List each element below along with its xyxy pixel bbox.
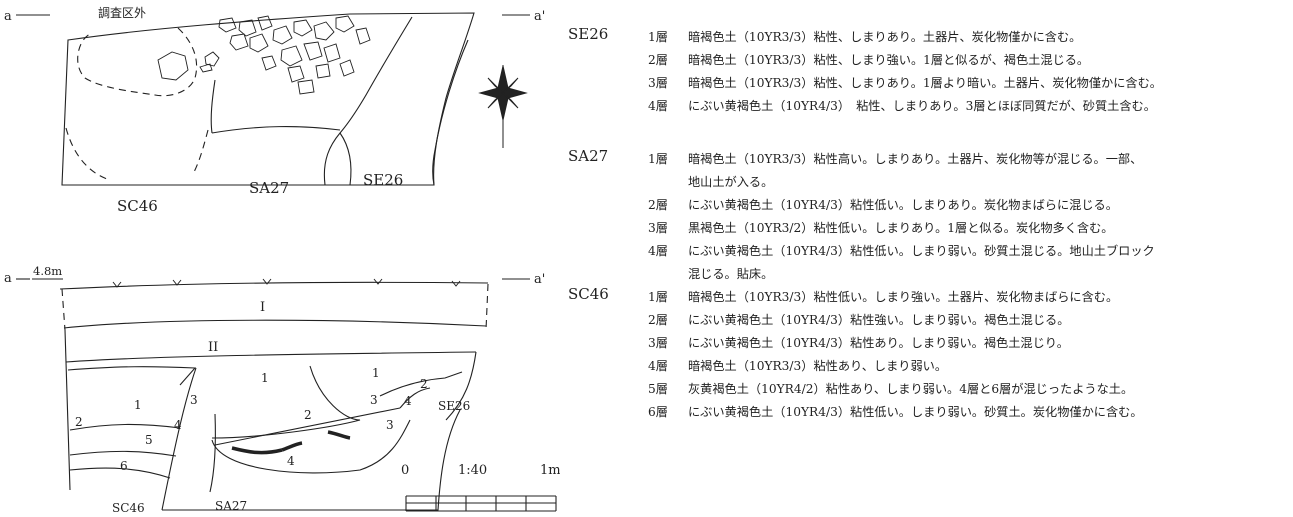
plan-se26-line [339,132,352,186]
section-charcoal [231,430,351,455]
legend-se26-row-1: 1層暗褐色土（10YR3/3）粘性、しまりあり。土器片、炭化物僅かに含む。 [648,30,1082,44]
north-arrow-icon [478,65,528,148]
plan-sa27-bottom-line [211,126,341,134]
plan-dashed-lower [65,127,111,181]
section-layer-ii-bottom [65,351,477,363]
section-left-edge-lower [64,329,71,491]
section-sa27-bottom [162,409,461,511]
section-layer-se26-3: 3 [370,393,378,407]
section-right-edge-lower [445,351,477,421]
section-sa27-inner-left [209,413,216,493]
section-layer-se26-2: 2 [420,377,428,391]
section-view [16,278,530,511]
legend-sc46-row-1: 1層暗褐色土（10YR3/3）粘性低い。しまり強い。土器片、炭化物まばらに含む。 [648,290,1119,304]
scale-max: 1m [540,463,560,478]
plan-label-se26: SE26 [363,171,403,189]
section-layer-se26-1: 1 [372,366,380,380]
plan-marker-a-prime: a' [534,9,545,24]
section-sc46-lines-2 [69,450,177,457]
legend-sa27-row-1-cont: 地山土が入る。 [688,175,774,189]
section-label-sa27: SA27 [215,499,247,513]
section-sc46-lines-3 [69,467,171,479]
section-sc46-lines [69,423,181,431]
section-layer-sc46-1: 1 [134,398,142,412]
section-label-se26: SE26 [438,399,470,413]
legend-sc46-row-3: 3層にぶい黄褐色土（10YR4/3）粘性あり。しまり弱い。褐色土混じり。 [648,336,1069,350]
legend-sa27-row-3: 3層黒褐色土（10YR3/2）粘性低い。しまりあり。1層と似る。炭化物多く含む。 [648,221,1114,235]
plan-stones [157,15,371,95]
legend-sc46-row-5: 5層灰黄褐色土（10YR4/2）粘性あり、しまり弱い。4層と6層が混じったような… [648,382,1134,396]
legend-sa27-row-1: 1層暗褐色土（10YR3/3）粘性高い。しまりあり。土器片、炭化物等が混じる。一… [648,152,1143,166]
section-stake-marks [112,278,461,288]
plan-view [16,12,530,186]
layer-legend: SE26 1層暗褐色土（10YR3/3）粘性、しまりあり。土器片、炭化物僅かに含… [560,0,1293,517]
section-layer-sc46-4: 4 [174,418,182,432]
plan-sa27-right-line [323,16,413,186]
excavation-figure: a a' 調査区外 SC46 SA27 SE26 a a' 4.8m I II … [4,6,560,515]
section-layer-se26-4: 4 [404,394,412,408]
plan-marker-a: a [4,9,12,24]
plan-label-sa27: SA27 [249,179,289,197]
legend-sa27-row-4-cont: 混じる。貼床。 [688,267,774,281]
legend-se26-row-2: 2層暗褐色土（10YR3/3）粘性、しまり強い。1層と似るが、褐色土混じる。 [648,53,1090,67]
section-marker-a-prime: a' [534,272,545,287]
section-layer-sa27-1: 1 [261,371,269,385]
scale-bar [405,495,557,512]
section-surface [59,281,489,290]
section-elevation: 4.8m [33,264,62,278]
section-pit-outline [67,366,197,386]
plan-sc46-dashed [77,27,198,97]
section-left-edge [61,288,66,331]
section-layer-sc46-6: 6 [120,459,128,473]
scale-ratio: 1:40 [458,463,487,478]
section-sa27-left-wall [161,367,197,511]
section-sa27-layer2 [214,407,401,446]
legend-sa27-row-2: 2層にぶい黄褐色土（10YR4/3）粘性低い。しまりあり。炭化物まばらに混じる。 [648,198,1118,212]
legend-se26-row-3: 3層暗褐色土（10YR3/3）粘性、しまりあり。1層より暗い。土器片、炭化物僅か… [648,76,1162,90]
section-layer-sa27-2: 2 [304,408,312,422]
section-marker-a: a [4,271,12,286]
section-layer-sc46-2: 2 [75,415,83,429]
plan-outside-label: 調査区外 [98,6,146,20]
section-sa27-bowl [211,365,361,439]
plan-sa27-left-line [210,79,216,134]
legend-group-sa27-title: SA27 [568,147,609,165]
legend-se26-row-4: 4層にぶい黄褐色土（10YR4/3） 粘性、しまりあり。3層とほぼ同質だが、砂質… [648,99,1156,113]
section-roman-ii: II [208,340,218,355]
legend-sc46-row-2: 2層にぶい黄褐色土（10YR4/3）粘性強い。しまり弱い。褐色土混じる。 [648,313,1070,327]
scale-zero: 0 [401,463,409,478]
legend-sc46-row-4: 4層暗褐色土（10YR3/3）粘性あり、しまり弱い。 [648,359,948,373]
legend-sa27-row-4: 4層にぶい黄褐色土（10YR4/3）粘性低い。しまり弱い。砂質土混じる。地山土ブ… [648,244,1155,258]
plan-se26-right-line [432,39,469,186]
section-roman-i: I [260,300,265,315]
section-layer-i-bottom [63,319,487,329]
plan-label-sc46: SC46 [117,197,158,215]
section-layer-sc46-5: 5 [145,433,153,447]
legend-group-se26-title: SE26 [568,25,609,43]
section-sa27-layer3 [211,419,411,474]
section-se26-inner [399,387,431,409]
section-se26-lines [379,371,463,397]
section-layer-sa27-3: 3 [386,418,394,432]
section-label-sc46: SC46 [112,501,145,515]
legend-sc46-row-6: 6層にぶい黄褐色土（10YR4/3）粘性低い。しまり弱い。砂質土。炭化物僅かに含… [648,405,1143,419]
plan-outline [61,12,475,186]
section-layer-sc46-3: 3 [190,393,198,407]
plan-dashed-right [193,129,209,173]
legend-group-sc46-title: SC46 [568,285,609,303]
section-right-edge [485,283,489,331]
section-layer-sa27-4: 4 [287,454,295,468]
